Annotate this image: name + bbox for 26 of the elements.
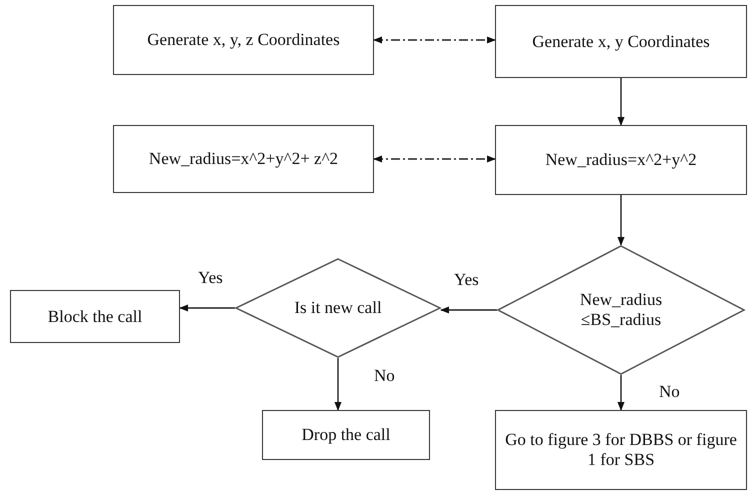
arrow (617, 375, 625, 411)
process-box (495, 410, 747, 490)
node-text: Generate x, y Coordinates (532, 32, 710, 52)
arrow (440, 306, 497, 314)
arrow (334, 358, 342, 411)
node-text: Is it new call (294, 298, 382, 318)
process-box (10, 290, 180, 343)
node-text: Generate x, y, z Coordinates (147, 30, 340, 50)
node-text: New_radius ≤BS_radius (578, 290, 664, 330)
process-box (113, 5, 374, 75)
process-box (262, 410, 430, 460)
arrow (179, 304, 235, 312)
process-box (113, 125, 374, 193)
arrow (617, 195, 625, 246)
node-text: Block the call (48, 306, 142, 326)
node-text: Go to figure 3 for DBBS or figure 1 for SBS (504, 430, 738, 470)
arrow (617, 78, 625, 126)
node-text: Drop the call (302, 425, 390, 445)
dash-dot-arrow (373, 36, 496, 44)
node-text: New_radius=x^2+y^2 (545, 150, 697, 170)
decision-diamond (497, 245, 745, 375)
process-box (495, 5, 747, 78)
process-box (495, 125, 747, 195)
dash-dot-arrow (373, 155, 496, 163)
node-text: New_radius=x^2+y^2+ z^2 (148, 149, 338, 169)
decision-diamond (235, 258, 441, 358)
